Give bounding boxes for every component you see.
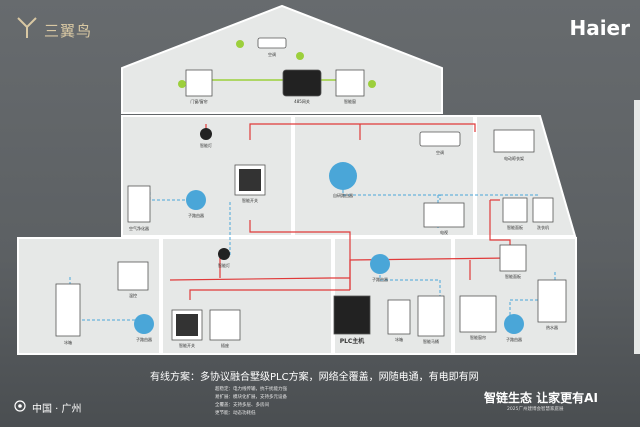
- attic-node-icon: [178, 80, 186, 88]
- study-light-device[interactable]: [200, 128, 212, 140]
- utility-subrouter-device[interactable]: [370, 254, 390, 274]
- side-panel: [634, 100, 640, 354]
- label-study-switch: 智能开关: [242, 198, 258, 203]
- wired-lines: [169, 123, 511, 300]
- label-bedroom-light: 智能灯: [218, 263, 230, 268]
- plc-host-device[interactable]: [333, 295, 371, 335]
- air-purifier-device[interactable]: [127, 185, 151, 223]
- label-balcony-panel: 智能面板: [507, 225, 523, 230]
- brand-slogan-sub: 2025广州建博会智慧家庭展: [507, 407, 564, 412]
- feature-note: 易扩展：模块化扩展，支持多元设备: [215, 395, 287, 400]
- living-ac-device[interactable]: [419, 131, 461, 147]
- bath-panel-device[interactable]: [499, 244, 527, 272]
- label-bath-panel: 智能面板: [505, 274, 521, 279]
- balcony-panel-device[interactable]: [502, 197, 528, 223]
- label-main-router: 自研路由器: [333, 193, 353, 198]
- label-bath-subrouter: 子路由器: [506, 337, 522, 342]
- water-heater-device[interactable]: [537, 279, 567, 323]
- attic-node-icon: [368, 80, 376, 88]
- attic-ac-device[interactable]: [257, 37, 287, 49]
- label-kitchen-fridge: 冰箱: [64, 340, 72, 345]
- attic-room: [121, 4, 443, 114]
- clothes-rack-device[interactable]: [493, 129, 535, 153]
- location-text: 中国 · 广州: [32, 404, 82, 415]
- bath-curtain-device[interactable]: [459, 295, 497, 333]
- feature-note: 全覆盖：支持多层、多房间: [215, 403, 269, 408]
- label-bath-curtain: 智能窗帘: [470, 335, 486, 340]
- label-study-subrouter: 子路由器: [188, 213, 204, 218]
- label-utility-fridge: 冰箱: [395, 337, 403, 342]
- kitchen-fridge-device[interactable]: [55, 283, 81, 337]
- label-air-purifier: 空气净化器: [129, 226, 149, 231]
- wired-solution-headline: 有线方案：多协议融合墅级PLC方案，网络全覆盖，网随电通，有电即有网: [150, 372, 479, 383]
- label-tv: 电视: [440, 230, 448, 235]
- label-clothes-rack: 电动晾衣架: [504, 156, 524, 161]
- label-kitchen-subrouter: 子路由器: [136, 337, 152, 342]
- smart-window-device[interactable]: [335, 69, 365, 97]
- bedroom-light-device[interactable]: [218, 248, 230, 260]
- study-switch-face: [239, 169, 261, 191]
- toilet-device[interactable]: [417, 295, 445, 337]
- label-rs485-gateway: 485网关: [294, 99, 310, 104]
- feature-note: 更节能：动态功耗低: [215, 411, 256, 416]
- kitchen-subrouter-device[interactable]: [134, 314, 154, 334]
- tv-device[interactable]: [423, 202, 465, 228]
- outlet-device[interactable]: [209, 309, 241, 341]
- label-study-light: 智能灯: [200, 143, 212, 148]
- attic-node-icon: [236, 40, 244, 48]
- attic-node-icon: [296, 52, 304, 60]
- label-plc-host: PLC主机: [339, 338, 365, 345]
- study-subrouter-device[interactable]: [186, 190, 206, 210]
- label-water-heater: 热水器: [546, 325, 558, 330]
- thermostat-device[interactable]: [117, 261, 149, 291]
- label-washer: 洗衣机: [537, 225, 549, 230]
- attic-curtain-device[interactable]: [185, 69, 213, 97]
- feature-note: 超稳定：电力线传输，抗干扰能力强: [215, 387, 287, 392]
- label-bedroom-switch: 智能开关: [179, 343, 195, 348]
- washer-device[interactable]: [532, 197, 554, 223]
- label-attic-ac: 空调: [268, 52, 276, 57]
- label-thermostat: 温控: [129, 293, 137, 298]
- label-living-ac: 空调: [436, 150, 444, 155]
- location-pin-icon: [14, 400, 26, 412]
- feature-notes: 超稳定：电力线传输，抗干扰能力强 易扩展：模块化扩展，支持多元设备 全覆盖：支持…: [215, 386, 287, 418]
- label-outlet: 插座: [221, 343, 229, 348]
- bedroom-switch-face: [176, 314, 198, 336]
- sanyiniao-logo-icon: [17, 17, 37, 38]
- utility-fridge-device[interactable]: [387, 299, 411, 335]
- brand-slogan: 智链生态 让家更有AI: [484, 391, 598, 405]
- label-toilet: 智能马桶: [423, 339, 439, 344]
- brand-left-logo-text: 三翼鸟: [44, 22, 93, 40]
- label-attic-curtain: 门窗/窗帘: [190, 99, 208, 104]
- label-utility-subrouter: 子路由器: [372, 277, 388, 282]
- brand-right-logo: Haier: [569, 16, 630, 40]
- kitchen-room: [17, 237, 161, 355]
- rs485-gateway-device[interactable]: [282, 69, 322, 97]
- label-smart-window: 智能窗: [344, 99, 356, 104]
- bath-subrouter-device[interactable]: [504, 314, 524, 334]
- main-router-device[interactable]: [329, 162, 357, 190]
